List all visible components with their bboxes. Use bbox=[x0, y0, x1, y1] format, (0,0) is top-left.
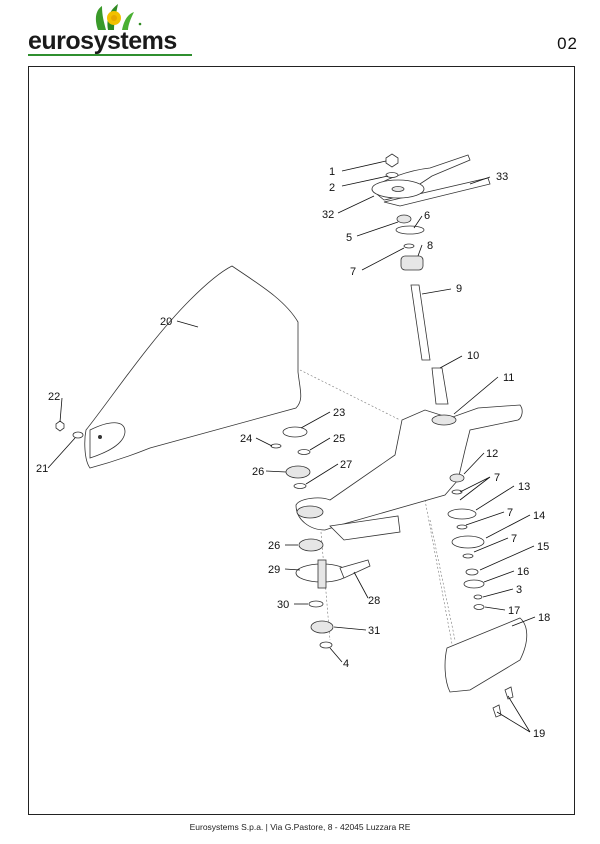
callout-label: 20 bbox=[160, 316, 172, 328]
bearing-12 bbox=[449, 473, 465, 483]
bearing-31 bbox=[310, 620, 334, 634]
callout-label: 5 bbox=[346, 232, 352, 244]
callout-label: 7 bbox=[494, 472, 500, 484]
callout-label: 33 bbox=[496, 171, 508, 183]
washer-16 bbox=[463, 579, 485, 589]
callout-label: 6 bbox=[424, 210, 430, 222]
callout-label: 2 bbox=[329, 182, 335, 194]
bearing-5 bbox=[396, 214, 412, 224]
circlip-7-b bbox=[451, 489, 463, 495]
callout-label: 23 bbox=[333, 407, 345, 419]
screw-19-a bbox=[504, 686, 514, 700]
callout-label: 13 bbox=[518, 481, 530, 493]
ring-3 bbox=[473, 594, 483, 600]
washer-13 bbox=[447, 508, 477, 520]
callout-label: 27 bbox=[340, 459, 352, 471]
callout-label: 11 bbox=[503, 372, 514, 384]
callout-label: 29 bbox=[268, 564, 280, 576]
bearing-8 bbox=[400, 255, 424, 271]
belt-lower bbox=[383, 177, 491, 207]
callout-label: 30 bbox=[277, 599, 289, 611]
washer-14 bbox=[451, 535, 485, 549]
callout-label: 24 bbox=[240, 433, 252, 445]
nut-17 bbox=[473, 604, 485, 610]
page-number: 02 bbox=[557, 34, 578, 53]
callout-label: 26 bbox=[252, 466, 264, 478]
footer-address: Eurosystems S.p.a. | Via G.Pastore, 8 - … bbox=[189, 822, 411, 832]
callout-label: 7 bbox=[511, 533, 517, 545]
circlip-7-c bbox=[456, 524, 468, 530]
belt-28 bbox=[339, 559, 371, 579]
callout-label: 12 bbox=[486, 448, 498, 460]
callout-label: 18 bbox=[538, 612, 550, 624]
callout-label: 3 bbox=[516, 584, 522, 596]
callout-label: 9 bbox=[456, 283, 462, 295]
diagram-frame bbox=[28, 66, 575, 815]
guard-plate-18 bbox=[444, 617, 528, 693]
ring-24 bbox=[270, 443, 282, 449]
arm-bore-11 bbox=[431, 414, 457, 426]
callout-label: 16 bbox=[517, 566, 529, 578]
callout-label: 1 bbox=[329, 166, 335, 178]
circlip-27 bbox=[293, 483, 307, 489]
cover-nose bbox=[89, 422, 126, 459]
callout-label: 10 bbox=[467, 350, 479, 362]
bearing-26-lower bbox=[298, 538, 324, 552]
callout-label: 22 bbox=[48, 391, 60, 403]
callout-label: 14 bbox=[533, 510, 545, 522]
cover-housing bbox=[84, 265, 302, 469]
screw-22 bbox=[55, 420, 65, 432]
brand-underline bbox=[28, 54, 192, 56]
bearing-26-upper bbox=[285, 465, 311, 479]
ring-25 bbox=[297, 449, 311, 455]
callout-label: 4 bbox=[343, 658, 349, 670]
sleeve-10 bbox=[431, 367, 449, 405]
arm-bracket bbox=[329, 515, 401, 541]
nut-30 bbox=[308, 600, 324, 608]
nut-1 bbox=[385, 153, 399, 168]
callout-label: 19 bbox=[533, 728, 545, 740]
callout-label: 25 bbox=[333, 433, 345, 445]
screw-19-b bbox=[492, 704, 502, 718]
pulley-shaft bbox=[317, 559, 327, 589]
callout-label: 15 bbox=[537, 541, 549, 553]
washer-2 bbox=[385, 172, 399, 178]
pulley-hub bbox=[391, 186, 405, 192]
brand-name: eurosystems bbox=[28, 27, 177, 55]
logo-leaf-icon bbox=[95, 4, 142, 30]
callout-label: 17 bbox=[508, 605, 520, 617]
cap-23 bbox=[282, 426, 308, 438]
callout-label: 21 bbox=[36, 463, 48, 475]
main-arm bbox=[295, 404, 523, 531]
brand-logo: eurosystems bbox=[28, 4, 198, 56]
arm-bore-lower bbox=[296, 505, 324, 519]
washer-21 bbox=[72, 431, 84, 439]
callout-label: 28 bbox=[368, 595, 380, 607]
callout-label: 31 bbox=[368, 625, 380, 637]
shaft-9 bbox=[410, 284, 431, 361]
cover-hole bbox=[98, 435, 102, 439]
callout-label: 26 bbox=[268, 540, 280, 552]
callout-label: 7 bbox=[507, 507, 513, 519]
part-15 bbox=[465, 568, 479, 576]
circlip-7 bbox=[403, 243, 415, 249]
circlip-4 bbox=[319, 641, 333, 649]
callout-label: 32 bbox=[322, 209, 334, 221]
callout-label: 8 bbox=[427, 240, 433, 252]
circlip-7-d bbox=[462, 553, 474, 559]
callout-labels: 1 2 33 32 5 6 7 8 9 10 11 20 22 21 23 24… bbox=[36, 166, 550, 740]
callout-label: 7 bbox=[350, 266, 356, 278]
washer-6 bbox=[395, 225, 425, 235]
